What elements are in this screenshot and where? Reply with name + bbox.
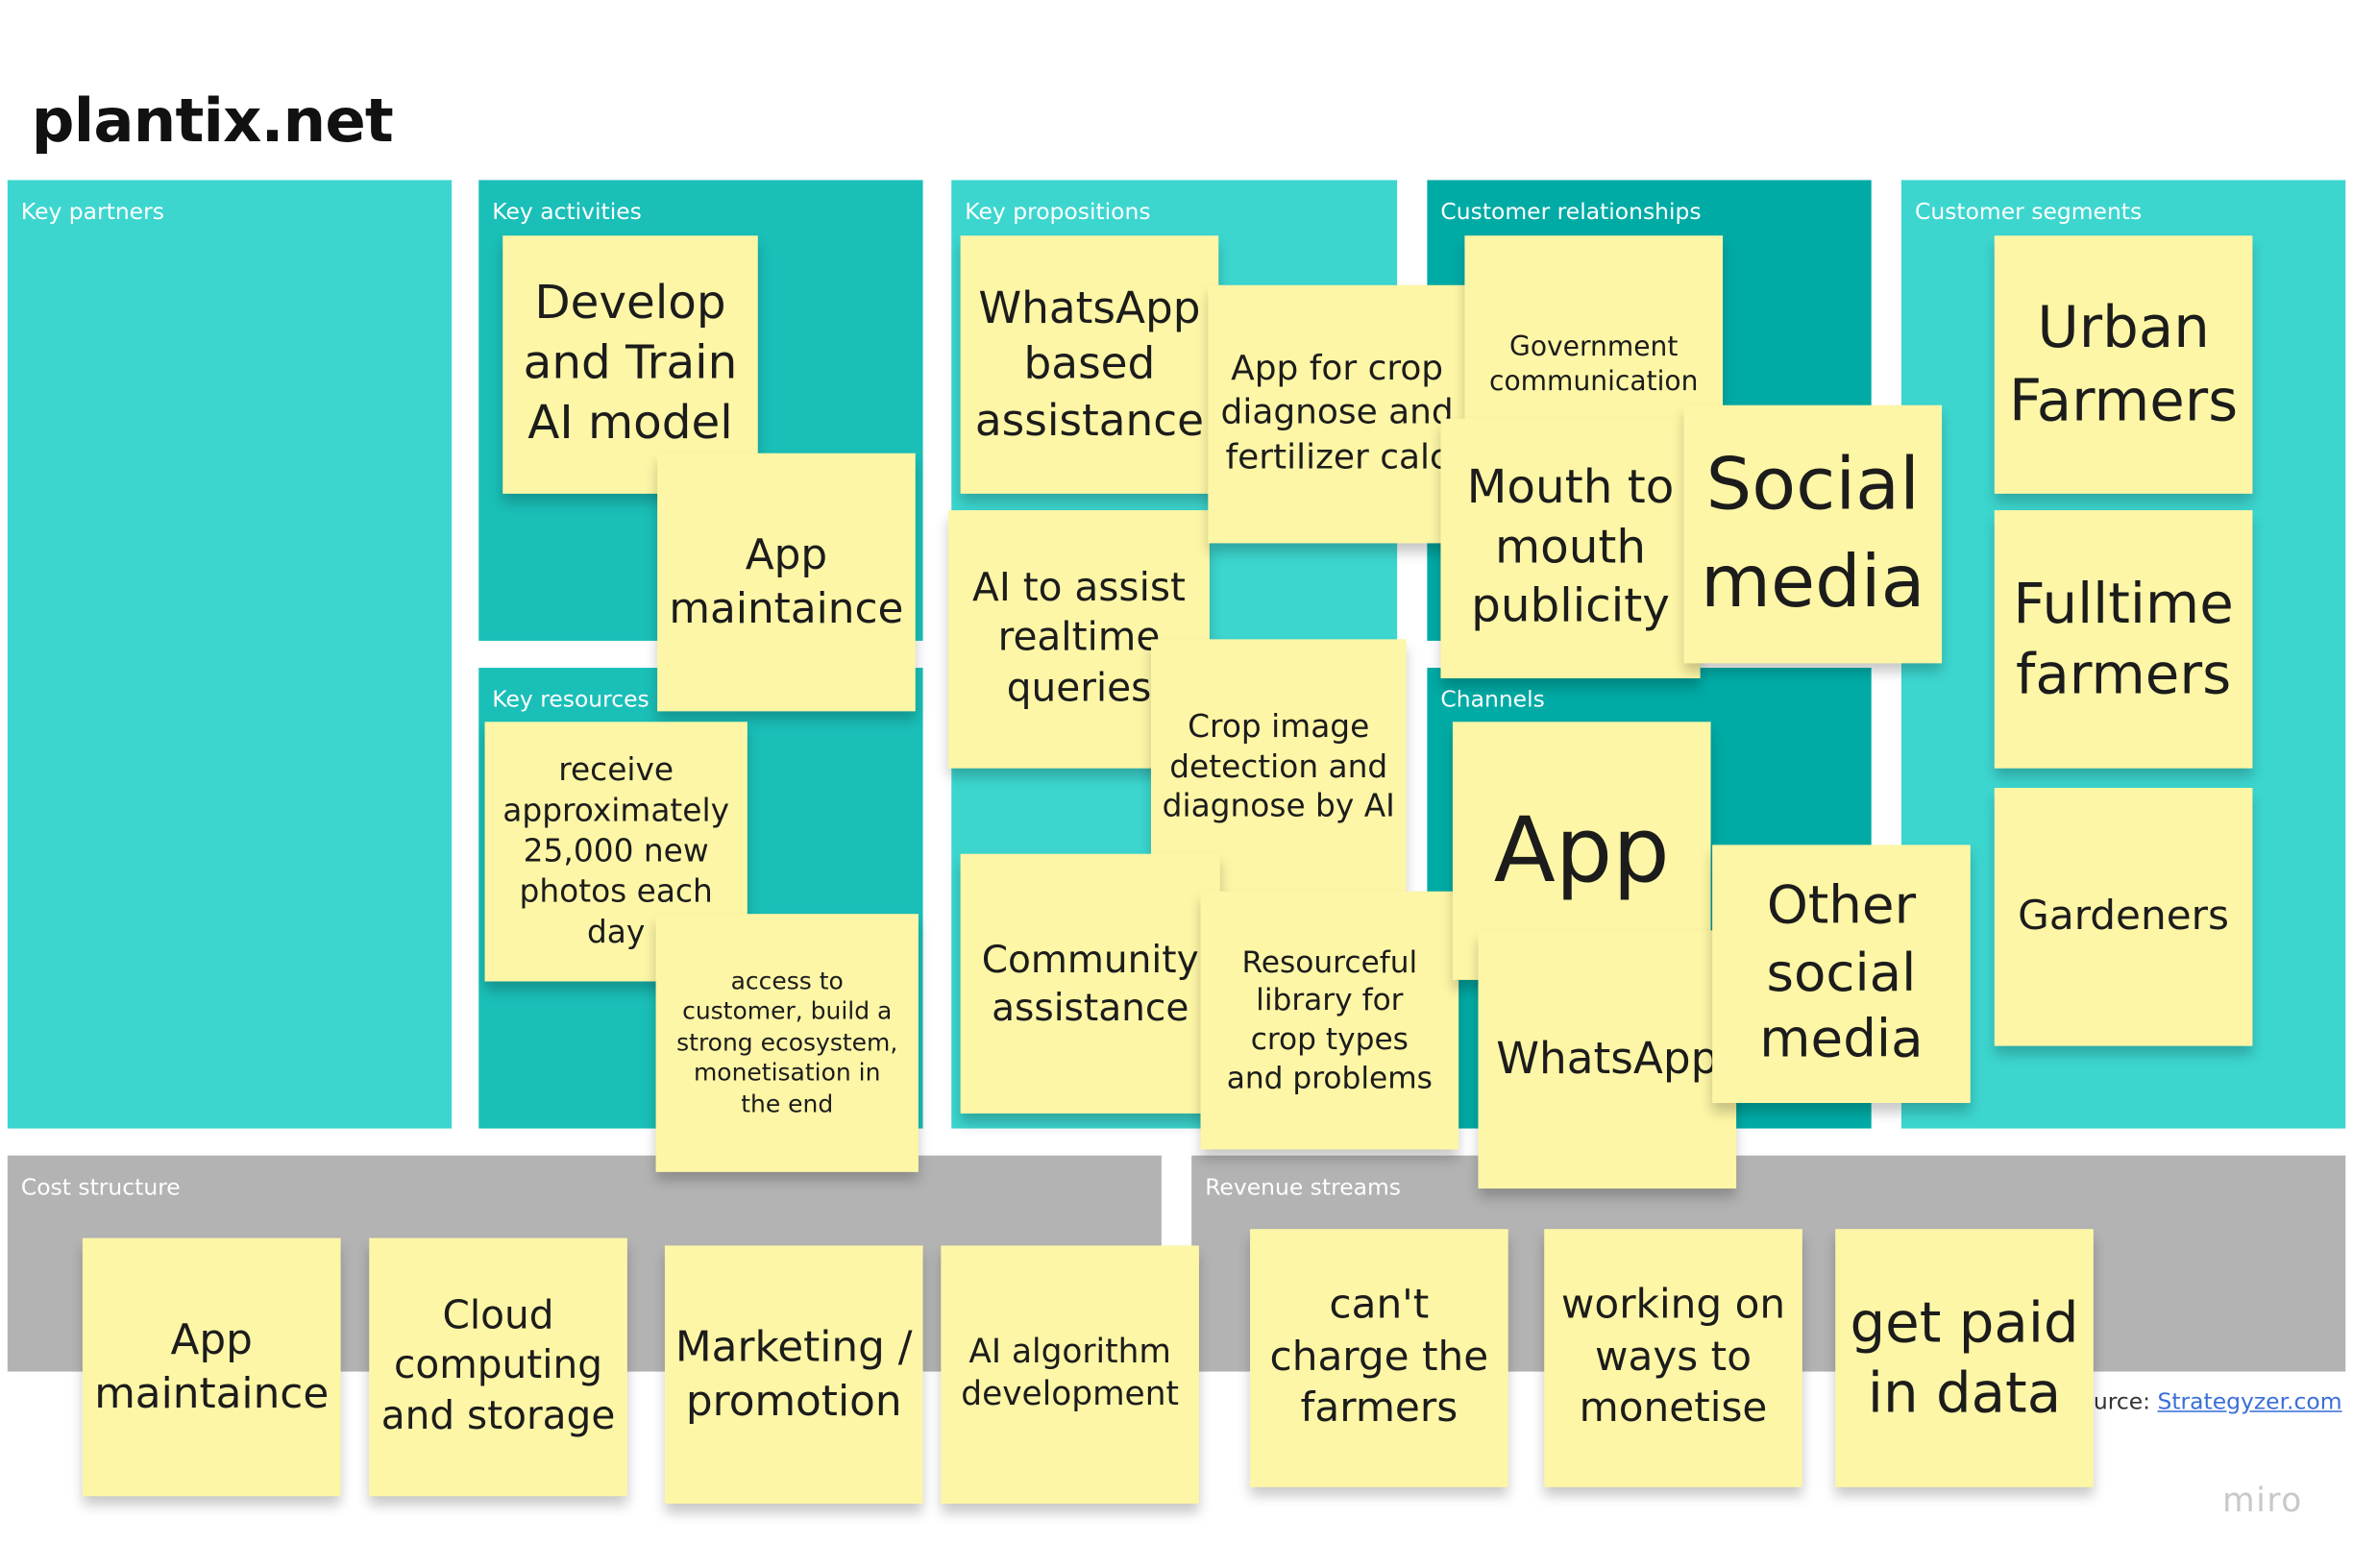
sticky-text: App for crop diagnose and fertilizer cal…	[1220, 349, 1454, 478]
sticky-note[interactable]: Develop and Train AI model	[502, 235, 758, 494]
sticky-text: WhatsApp	[1496, 1033, 1719, 1085]
sticky-text: can't charge the farmers	[1269, 1282, 1489, 1433]
sticky-text: Cloud computing and storage	[380, 1293, 616, 1439]
panel-label-customer-segments: Customer segments	[1914, 198, 2143, 226]
sticky-text: App	[1493, 797, 1670, 903]
sticky-text: Resourceful library for crop types and p…	[1226, 943, 1433, 1095]
sticky-note[interactable]: receive approximately 25,000 new photos …	[484, 722, 748, 982]
sticky-text: App maintaince	[669, 529, 904, 634]
sticky-text: AI to assist realtime queries	[972, 565, 1186, 711]
sticky-note[interactable]: WhatsApp based assistance	[960, 235, 1219, 494]
sticky-note[interactable]: Urban Farmers	[1994, 235, 2253, 494]
sticky-text: Marketing / promotion	[674, 1322, 913, 1426]
board-title: plantix.net	[31, 86, 394, 157]
sticky-text: Mouth to mouth publicity	[1466, 460, 1675, 634]
source-credit: urce: Strategyzer.com	[2094, 1388, 2342, 1415]
sticky-note[interactable]: App maintaince	[657, 453, 916, 712]
sticky-text: App maintaince	[94, 1314, 330, 1418]
miro-logo: miro	[2222, 1482, 2303, 1521]
panel-label-key-activities: Key activities	[492, 198, 642, 226]
sticky-note[interactable]: Social media	[1683, 404, 1943, 664]
sticky-note[interactable]: Fulltime farmers	[1994, 510, 2253, 769]
sticky-text: Crop image detection and diagnose by AI	[1162, 707, 1395, 825]
sticky-text: Urban Farmers	[2009, 294, 2239, 434]
sticky-text: access to customer, build a strong ecosy…	[676, 966, 898, 1118]
sticky-note[interactable]: Crop image detection and diagnose by AI	[1150, 639, 1407, 894]
sticky-text: Other social media	[1759, 875, 1924, 1071]
sticky-note[interactable]: Other social media	[1712, 845, 1971, 1103]
sticky-note[interactable]: Community assistance	[960, 853, 1220, 1114]
sticky-text: WhatsApp based assistance	[974, 282, 1205, 446]
sticky-note[interactable]: Mouth to mouth publicity	[1440, 418, 1701, 678]
sticky-text: working on ways to monetise	[1560, 1282, 1786, 1433]
panel-label-key-partners: Key partners	[20, 198, 164, 226]
sticky-note[interactable]: App for crop diagnose and fertilizer cal…	[1208, 284, 1466, 544]
source-prefix: urce:	[2093, 1387, 2158, 1415]
sticky-note[interactable]: Resourceful library for crop types and p…	[1200, 891, 1459, 1150]
sticky-note[interactable]: Cloud computing and storage	[369, 1237, 627, 1497]
sticky-text: Gardeners	[2018, 892, 2230, 940]
panel-label-customer-relationships: Customer relationships	[1440, 198, 1702, 226]
source-link[interactable]: Strategyzer.com	[2157, 1387, 2342, 1415]
sticky-note[interactable]: AI algorithm development	[941, 1245, 1199, 1505]
panel-key-partners: Key partners	[7, 180, 453, 1129]
sticky-text: get paid in data	[1850, 1289, 2079, 1426]
sticky-text: Social media	[1700, 443, 1925, 625]
sticky-text: Community assistance	[981, 937, 1199, 1029]
sticky-note[interactable]: access to customer, build a strong ecosy…	[655, 914, 919, 1172]
sticky-note[interactable]: Gardeners	[1994, 787, 2253, 1046]
sticky-note[interactable]: App maintaince	[82, 1237, 341, 1497]
sticky-text: Government communication	[1489, 331, 1699, 398]
sticky-note[interactable]: Marketing / promotion	[664, 1245, 923, 1505]
panel-label-key-resources: Key resources	[492, 685, 650, 713]
panel-label-channels: Channels	[1440, 685, 1545, 713]
sticky-note[interactable]: WhatsApp	[1478, 930, 1737, 1189]
sticky-text: AI algorithm development	[961, 1334, 1179, 1414]
sticky-text: Fulltime farmers	[2013, 571, 2234, 707]
panel-label-revenue-streams: Revenue streams	[1205, 1173, 1402, 1201]
panel-label-key-propositions: Key propositions	[965, 198, 1151, 226]
sticky-text: Develop and Train AI model	[523, 277, 738, 451]
sticky-note[interactable]: can't charge the farmers	[1250, 1229, 1508, 1487]
sticky-text: receive approximately 25,000 new photos …	[502, 752, 730, 950]
sticky-note[interactable]: get paid in data	[1835, 1229, 2094, 1487]
panel-label-cost-structure: Cost structure	[20, 1173, 181, 1201]
sticky-note[interactable]: working on ways to monetise	[1544, 1229, 1802, 1487]
